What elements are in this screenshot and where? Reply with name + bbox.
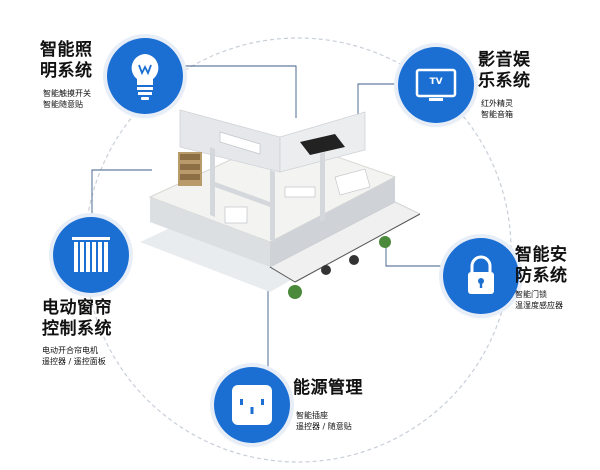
entertainment-title: 影音娱 乐系统 — [478, 50, 531, 92]
curtain-title-line2: 控制系统 — [42, 319, 112, 339]
tv-icon-label: TV — [429, 77, 443, 87]
entertainment-title-line2: 乐系统 — [478, 71, 531, 91]
lighting-sub-line2: 智能随意贴 — [43, 100, 83, 109]
curtain-title-line1: 电动窗帘 — [42, 298, 112, 318]
security-sub-line1: 智能门锁 — [515, 290, 547, 299]
lock-icon — [443, 238, 519, 314]
energy-title: 能源管理 — [293, 378, 363, 399]
security-subtitle: 智能门锁 温湿度感应器 — [515, 289, 563, 311]
energy-title-line1: 能源管理 — [293, 378, 363, 398]
curtain-subtitle: 电动开合帘电机 遥控器 / 遥控面板 — [42, 345, 106, 367]
energy-subtitle: 智能插座 遥控器 / 随意贴 — [296, 410, 352, 432]
house-cutaway-illustration — [140, 109, 420, 299]
entertainment-subtitle: 红外精灵 智能音箱 — [481, 98, 513, 120]
lighting-title-line1: 智能照 — [40, 40, 93, 60]
lighting-sub-line1: 智能触摸开关 — [43, 89, 91, 98]
connector-lighting — [178, 65, 297, 118]
curtain-title: 电动窗帘 控制系统 — [42, 298, 112, 340]
security-title-line2: 防系统 — [515, 266, 568, 286]
lighting-title: 智能照 明系统 — [40, 40, 93, 82]
security-title-line1: 智能安 — [515, 245, 568, 265]
connector-curtain — [91, 169, 152, 228]
lighting-title-line2: 明系统 — [40, 61, 93, 81]
energy-sub-line2: 遥控器 / 随意贴 — [296, 422, 352, 431]
energy-sub-line1: 智能插座 — [296, 411, 328, 420]
curtain-sub-line1: 电动开合帘电机 — [42, 346, 98, 355]
security-title: 智能安 防系统 — [515, 245, 568, 287]
entertainment-sub-line1: 红外精灵 — [481, 99, 513, 108]
entertainment-title-line1: 影音娱 — [478, 50, 531, 70]
curtain-sub-line2: 遥控器 / 遥控面板 — [42, 357, 106, 366]
lighting-subtitle: 智能触摸开关 智能随意贴 — [43, 88, 91, 110]
socket-icon — [214, 367, 290, 443]
curtain-icon — [53, 217, 129, 293]
tv-icon: TV — [398, 47, 474, 123]
entertainment-sub-line2: 智能音箱 — [481, 110, 513, 119]
security-sub-line2: 温湿度感应器 — [515, 301, 563, 310]
bulb-icon — [107, 38, 183, 114]
